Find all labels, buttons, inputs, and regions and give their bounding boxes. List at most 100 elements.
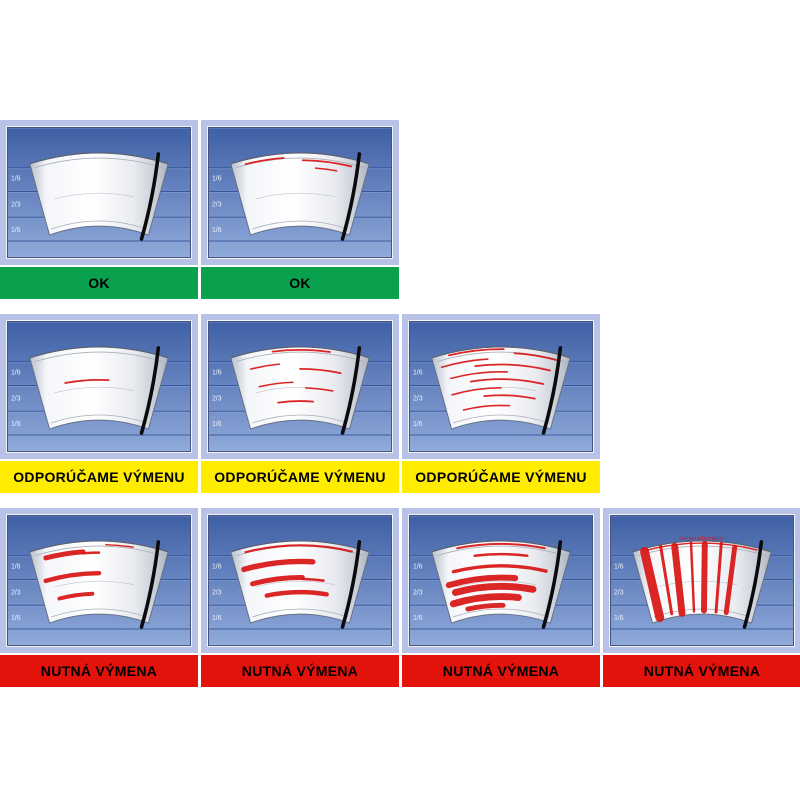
wipe-test-graphic: 1/62/31/6 [410,322,592,451]
wear-streak [271,348,331,353]
scale-label: 2/3 [11,589,21,596]
wear-streak [646,542,758,551]
wear-streak-vertical [640,547,665,622]
guide-arc [35,157,163,168]
scale-label: 1/6 [212,370,222,377]
scale-label: 1/6 [212,615,222,622]
scale-label: 1/6 [212,564,222,571]
guide-arc [35,545,163,556]
status-label: NUTNÁ VÝMENA [40,663,158,679]
status-bar: NUTNÁ VÝMENA [201,655,399,687]
scale-label: 2/3 [413,589,423,596]
wear-streak [249,363,281,370]
wear-streak [451,387,502,396]
wear-streak [440,358,489,369]
wear-streak [447,348,505,357]
wipe-test-graphic: 1/62/31/6 [8,128,190,257]
chatter-text: ratterratterratter [679,536,724,542]
wear-streak [465,602,506,612]
scale-label: 2/3 [212,201,222,208]
scale-label: 1/6 [212,176,222,183]
wear-streak [483,394,536,400]
scale-label: 1/6 [11,227,21,234]
status-label: NUTNÁ VÝMENA [643,663,761,679]
wear-streak-vertical [659,544,674,616]
guide-arc [453,608,549,618]
wear-streak [301,159,353,168]
guide-arc [51,608,147,618]
wear-streak [244,544,353,554]
wear-streak [314,167,338,172]
status-label: ODPORÚČAME VÝMENU [415,469,587,485]
scale-label: 2/3 [212,395,222,402]
guide-arc [54,192,135,200]
wipe-area-top-edge [230,346,370,359]
wipe-area-top-edge [431,540,571,553]
scale-label: 1/6 [11,176,21,183]
wear-streak [469,378,545,385]
scale-label: 1/6 [614,615,624,622]
status-bar: OK [201,267,399,299]
guide-arc [54,580,135,588]
scale-label: 1/6 [413,564,423,571]
guide-arc [54,386,135,394]
status-label: ODPORÚČAME VÝMENU [214,469,386,485]
status-label: OK [88,275,110,291]
status-bar: NUTNÁ VÝMENA [603,655,800,687]
wear-streak [301,577,325,582]
guide-arc [252,220,348,230]
wear-streak [264,589,329,598]
wear-streak [250,575,305,587]
wipe-area-top-edge [431,346,571,359]
wipe-test-graphic: 1/62/31/6 [8,322,190,451]
wear-streak [57,591,95,601]
wear-streak [299,368,342,375]
scale-label: 2/3 [614,589,624,596]
wiper-blade [139,346,161,435]
wear-streak-vertical [723,544,738,616]
wear-streak-vertical [671,542,686,617]
wipe-test-graphic: 1/62/31/6 [209,516,391,645]
wiper-blade [340,346,362,435]
wear-streak [105,543,134,549]
guide-arc [236,351,364,362]
wipe-test-graphic: 1/62/31/6 [209,128,391,257]
wear-streak [258,381,294,388]
scale-label: 1/6 [413,370,423,377]
wiper-blade [340,152,362,241]
wear-streak [513,352,559,362]
status-bar: OK [0,267,198,299]
guide-arc [51,414,147,424]
guide-arc [255,580,336,588]
scale-label: 1/6 [413,615,423,622]
wipe-test-graphic: 1/6 2/3 1/6 [410,516,592,645]
status-bar: NUTNÁ VÝMENA [402,655,600,687]
wear-streak-vertical [714,541,723,614]
status-label: NUTNÁ VÝMENA [241,663,359,679]
wipe-area-top-edge [29,152,169,165]
wear-streak [43,570,102,584]
scale-label: 2/3 [11,395,21,402]
guide-arc [255,192,336,200]
wear-streak [277,400,314,404]
wipe-area-top-edge [632,540,772,553]
panel-frame: 1/6 2/3 1/6 [402,508,600,653]
wear-streak [244,157,285,166]
wipe-area-top-edge [29,346,169,359]
status-label: OK [289,275,311,291]
status-label: NUTNÁ VÝMENA [442,663,560,679]
